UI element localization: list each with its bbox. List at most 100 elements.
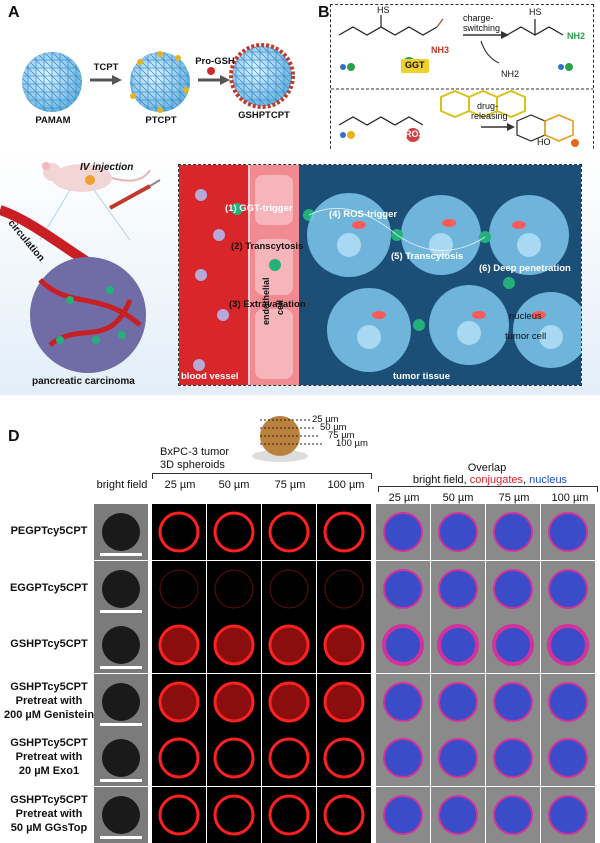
panel-letter-b: B xyxy=(318,4,330,21)
bright-field-image xyxy=(94,560,148,617)
row-label-line: 20 µM Exo1 xyxy=(18,765,80,778)
row-label: EGGPTcy5CPT xyxy=(0,581,98,595)
panel-letter-d: D xyxy=(8,428,20,445)
overlay-image xyxy=(541,730,595,787)
row-label-line: GSHPTcy5CPT xyxy=(10,794,88,806)
label-ggt-trigger: (1) GGT-trigger xyxy=(225,203,293,214)
overlay-title: Overlap xyxy=(467,462,507,474)
col-head-red-75: 75 µm xyxy=(274,479,306,491)
bxpc-line-1: BxPC-3 tumor xyxy=(160,446,230,458)
label-ros: ROS xyxy=(405,129,425,139)
conjugate-fluorescence-image xyxy=(262,673,316,730)
label-nh3: NH3 xyxy=(431,45,450,55)
spheroid-depth-icon xyxy=(252,416,322,462)
conjugate-fluorescence-image xyxy=(207,504,261,560)
overlay-image xyxy=(431,504,485,560)
label-arrow-pro-gsh: Pro-GSH xyxy=(195,56,235,67)
dendrimer-schematic xyxy=(22,43,295,113)
label-ggt: GGT xyxy=(405,60,425,70)
overlay-image xyxy=(376,787,430,843)
mechanism-scheme xyxy=(331,15,593,147)
panel-a: PAMAM PTCPT GSHPTCPT TCPT Pro-GSH xyxy=(0,0,315,130)
conjugate-fluorescence-image xyxy=(152,560,206,617)
overlay-image xyxy=(486,673,540,730)
depth-label-100: 100 µm xyxy=(336,438,368,449)
tumor-sphere xyxy=(30,257,146,373)
overlay-image xyxy=(486,730,540,787)
row-label-line: GSHPTcy5CPT xyxy=(10,737,88,750)
label-blood-vessel: blood vessel xyxy=(181,371,239,382)
panel-d: 25 µm 50 µm 75 µm 100 µm BxPC-3 tumor 3D… xyxy=(0,400,600,843)
conjugate-fluorescence-image xyxy=(317,560,371,617)
label-drug-1: drug- xyxy=(477,101,499,111)
row-label-line: PEGPTcy5CPT xyxy=(10,525,88,537)
row-label: PEGPTcy5CPT xyxy=(0,524,98,538)
overlay-image xyxy=(486,617,540,674)
overlay-image xyxy=(541,504,595,560)
overlay-image xyxy=(376,560,430,617)
col-head-red-50: 50 µm xyxy=(218,479,250,491)
row-label: GSHPTcy5CPT xyxy=(0,637,98,651)
overlay-legend-conjugates: conjugates xyxy=(469,474,524,486)
overlay-image xyxy=(376,730,430,787)
row-label-line: GSHPTcy5CPT xyxy=(10,680,88,693)
col-head-ov-75: 75 µm xyxy=(498,492,530,504)
overlay-image xyxy=(541,560,595,617)
scale-bar xyxy=(100,553,142,556)
penetration-inset: (1) GGT-trigger (2) Transcytosis (3) Ext… xyxy=(178,164,582,386)
conjugate-fluorescence-image xyxy=(317,673,371,730)
col-head-ov-100: 100 µm xyxy=(551,492,589,504)
label-ho: HO xyxy=(537,137,551,147)
row-label-line: GSHPTcy5CPT xyxy=(10,638,88,651)
bxpc-bracket xyxy=(152,473,372,479)
pamam-sphere xyxy=(22,52,82,112)
scale-bar xyxy=(100,666,142,670)
bxpc-line-2: 3D spheroids xyxy=(160,459,225,471)
overlay-image xyxy=(376,673,430,730)
label-transcytosis-5: (5) Transcytosis xyxy=(391,251,464,262)
row-label-line: EGGPTcy5CPT xyxy=(9,581,89,594)
conjugate-fluorescence-image xyxy=(317,787,371,843)
overlay-image xyxy=(431,560,485,617)
conjugate-fluorescence-image xyxy=(207,617,261,674)
label-endothelial: endothelial xyxy=(261,277,271,325)
conjugate-fluorescence-image xyxy=(152,730,206,787)
depth-label-75: 75 µm xyxy=(328,430,355,441)
conjugate-fluorescence-image xyxy=(262,730,316,787)
row-label-line: Pretreat with xyxy=(15,694,83,707)
label-endothelial-1: endothelial xyxy=(261,277,271,325)
label-tumor-cell: tumor cell xyxy=(505,331,547,342)
overlay-image xyxy=(486,504,540,560)
conjugate-fluorescence-image xyxy=(152,504,206,560)
depth-label-50: 50 µm xyxy=(320,422,347,433)
penetration-illustration xyxy=(179,165,581,385)
label-hs-2: HS xyxy=(529,7,542,17)
col-head-red-25: 25 µm xyxy=(164,479,196,491)
label-ros-trigger: (4) ROS-trigger xyxy=(329,209,398,220)
conjugate-fluorescence-image xyxy=(262,787,316,843)
conjugate-fluorescence-image xyxy=(152,787,206,843)
ggt-enzyme-box xyxy=(401,59,429,73)
col-head-red-100: 100 µm xyxy=(327,479,365,491)
depth-label-25: 25 µm xyxy=(312,414,339,425)
overlay-image xyxy=(486,560,540,617)
bright-field-image xyxy=(94,730,148,787)
label-nh2: NH2 xyxy=(567,31,586,41)
label-pamam: PAMAM xyxy=(35,115,71,126)
conjugate-fluorescence-image xyxy=(262,504,316,560)
label-nh2-b: NH2 xyxy=(501,69,520,79)
conjugate-fluorescence-image xyxy=(207,560,261,617)
label-extravasation: (3) Extravasation xyxy=(229,299,306,310)
label-tumor-tissue: tumor tissue xyxy=(393,371,451,382)
overlay-legend-sep: , xyxy=(523,474,530,486)
label-transcytosis-2: (2) Transcytosis xyxy=(231,241,304,252)
overlay-legend: bright field, conjugates, nucleus xyxy=(395,474,585,486)
overlay-image xyxy=(376,504,430,560)
overlay-image xyxy=(486,787,540,843)
conjugate-fluorescence-image xyxy=(207,787,261,843)
gshptcpt-sphere xyxy=(229,43,295,109)
conjugate-fluorescence-image xyxy=(262,617,316,674)
